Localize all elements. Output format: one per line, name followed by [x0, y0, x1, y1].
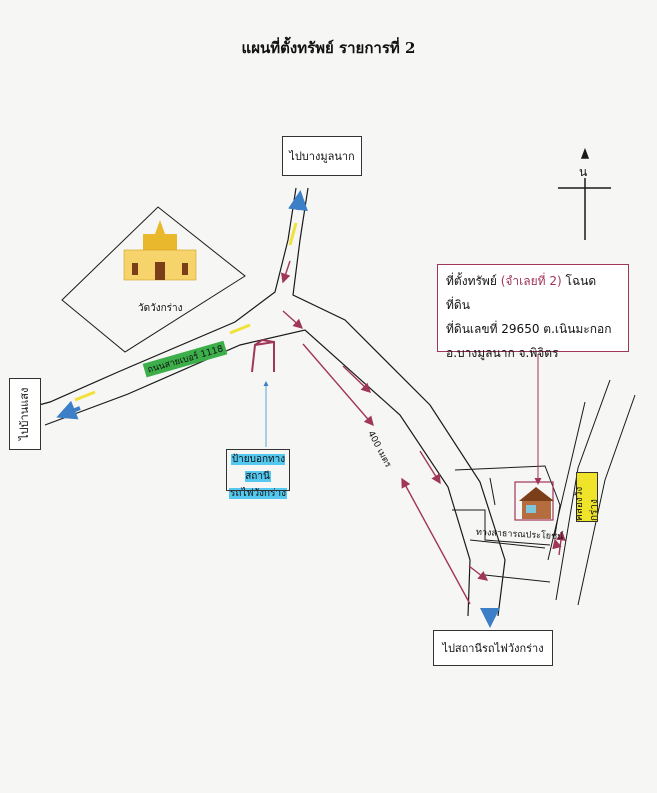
house-icon — [519, 487, 554, 519]
info-line-1-a: ที่ตั้งทรัพย์ — [446, 274, 497, 288]
label-to-bang-mun-nak: ไปบางมูลนาก — [282, 136, 362, 176]
north-arrow-icon — [558, 147, 611, 240]
temple-plot — [61, 206, 246, 353]
canal-label: คลองวังกร่าง — [574, 472, 600, 522]
property-info-box: ที่ตั้งทรัพย์ (จำเลยที่ 2) โฉนดที่ดิน ที… — [437, 264, 629, 360]
main-road — [19, 187, 506, 617]
station-sign-line2: รถไฟวังกร่าง — [229, 488, 287, 499]
station-sign-box — [226, 449, 290, 491]
page-title: แผนที่ตั้งทรัพย์ รายการที่ 2 — [241, 39, 416, 57]
side-roads — [452, 379, 636, 606]
temple-icon — [123, 220, 197, 281]
blue-arrows — [56, 190, 500, 628]
label-to-ban-saeng: ไปบ้านแสง — [9, 378, 41, 450]
direction-arrows — [281, 260, 566, 605]
road-center-dashes — [74, 222, 298, 402]
info-line-3: อ.บางมูลนาก จ.พิจิตร — [446, 346, 559, 360]
north-label: น — [579, 165, 588, 179]
info-line-2: ที่ดินเลขที่ 29650 ต.เนินมะกอก — [446, 322, 612, 336]
info-line-1: ที่ตั้งทรัพย์ (จำเลยที่ 2) โฉนดที่ดิน — [446, 269, 620, 317]
info-line-1-b: (จำเลยที่ 2) — [500, 274, 562, 288]
station-signpost-icon — [251, 338, 275, 373]
temple-label: วัดวังกร่าง — [138, 303, 183, 314]
info-line-1-c: โฉนดที่ดิน — [446, 274, 597, 312]
label-to-station: ไปสถานีรถไฟวังกร่าง — [433, 630, 553, 666]
station-sign-label: ป้ายบอกทางสถานี รถไฟวังกร่าง — [229, 451, 287, 502]
